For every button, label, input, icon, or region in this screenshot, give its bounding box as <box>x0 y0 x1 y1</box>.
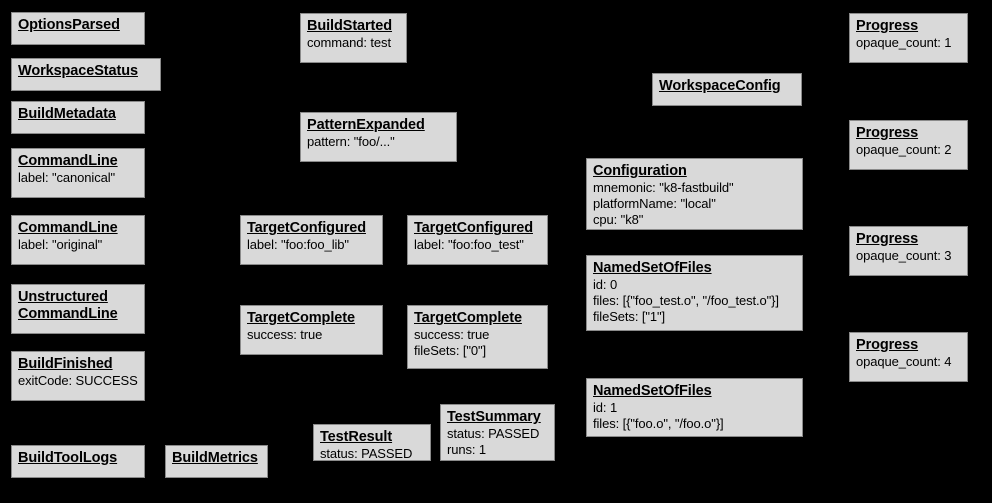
event-node-fields: opaque_count: 1 <box>856 35 952 50</box>
event-node-title: BuildStarted <box>307 18 393 34</box>
event-node-title: CommandLine <box>18 153 118 169</box>
event-node-fields: success: true <box>247 327 323 342</box>
event-node-title: CommandLine <box>18 220 118 236</box>
event-node-fields: success: true fileSets: ["0"] <box>414 327 490 358</box>
event-node-unstructured-command-line[interactable]: Unstructured CommandLine <box>11 284 145 334</box>
event-node-build-tool-logs[interactable]: BuildToolLogs <box>11 445 145 478</box>
event-node-title: TargetComplete <box>414 310 522 326</box>
event-node-title: NamedSetOfFiles <box>593 383 712 399</box>
event-node-title: BuildToolLogs <box>18 450 118 466</box>
event-node-workspace-config[interactable]: WorkspaceConfig <box>652 73 802 106</box>
event-node-title: NamedSetOfFiles <box>593 260 712 276</box>
event-node-fields: opaque_count: 4 <box>856 354 952 369</box>
event-node-build-metadata[interactable]: BuildMetadata <box>11 101 145 134</box>
event-node-fields: opaque_count: 2 <box>856 142 952 157</box>
event-node-title: BuildMetrics <box>172 450 258 466</box>
event-node-title: TestResult <box>320 429 393 445</box>
event-node-title: OptionsParsed <box>18 17 120 33</box>
event-node-fields: label: "canonical" <box>18 170 116 185</box>
event-node-title: TargetConfigured <box>414 220 533 236</box>
event-node-title: BuildFinished <box>18 356 113 372</box>
event-node-title: Configuration <box>593 163 687 179</box>
event-node-fields: label: "foo:foo_test" <box>414 237 524 252</box>
event-node-title: Progress <box>856 231 919 247</box>
event-node-fields: id: 1 files: [{"foo.o", "/foo.o"}] <box>593 400 724 431</box>
event-node-fields: id: 0 files: [{"foo_test.o", "/foo_test.… <box>593 277 779 324</box>
event-node-fields: opaque_count: 3 <box>856 248 952 263</box>
event-node-title: Progress <box>856 337 919 353</box>
event-node-title: BuildMetadata <box>18 106 116 122</box>
event-node-fields: pattern: "foo/..." <box>307 134 395 149</box>
event-node-fields: mnemonic: "k8-fastbuild" platformName: "… <box>593 180 734 227</box>
event-node-fields: label: "original" <box>18 237 103 252</box>
event-node-title: TargetComplete <box>247 310 355 326</box>
event-node-build-metrics[interactable]: BuildMetrics <box>165 445 268 478</box>
event-node-title: TargetConfigured <box>247 220 366 236</box>
event-node-title: Unstructured CommandLine <box>18 289 118 322</box>
event-node-fields: label: "foo:foo_lib" <box>247 237 349 252</box>
event-node-title: TestSummary <box>447 409 541 425</box>
event-node-fields: status: PASSED runs: 1 <box>447 426 540 457</box>
event-node-title: Progress <box>856 18 919 34</box>
event-node-fields: exitCode: SUCCESS <box>18 373 138 388</box>
event-node-title: Progress <box>856 125 919 141</box>
event-node-fields: command: test <box>307 35 391 50</box>
event-node-title: WorkspaceConfig <box>659 78 781 94</box>
event-node-title: WorkspaceStatus <box>18 63 138 79</box>
event-node-workspace-status[interactable]: WorkspaceStatus <box>11 58 161 91</box>
event-node-title: PatternExpanded <box>307 117 425 133</box>
event-node-options-parsed[interactable]: OptionsParsed <box>11 12 145 45</box>
event-node-fields: status: PASSED <box>320 446 413 461</box>
